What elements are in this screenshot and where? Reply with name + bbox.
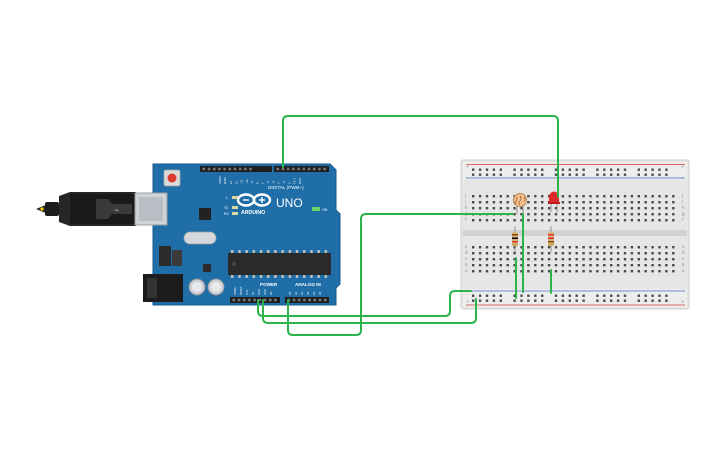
usb-symbol-icon: ⌁	[114, 206, 119, 216]
power-pin-label: GND	[263, 289, 267, 295]
analog-pin-label: A3	[306, 291, 310, 295]
rail-plus-top-left: +	[466, 164, 469, 169]
breadboard-center-channel	[463, 230, 687, 236]
digital-pin-label: ~9	[250, 180, 254, 184]
resistor-2[interactable]	[548, 226, 554, 252]
power-pin-label: 5V	[251, 292, 255, 295]
red-led[interactable]	[548, 191, 560, 213]
arduino-uno[interactable]: ⌁	[36, 163, 341, 306]
usb-chip	[199, 208, 211, 220]
crystal-oscillator	[183, 231, 217, 245]
row-letter-d: d	[465, 250, 468, 255]
row-letter-right-b: b	[682, 262, 685, 267]
row-letter-right-e: e	[682, 244, 685, 249]
arduino-model: UNO	[276, 196, 303, 210]
rail-minus-top-right: -	[681, 176, 683, 181]
row-letter-a: a	[465, 268, 468, 273]
analog-header[interactable]	[285, 297, 329, 303]
digital-pin-label: 7	[261, 182, 265, 184]
row-letter-j: j	[464, 193, 466, 198]
digital-pin-label: 8	[256, 182, 260, 184]
power-pin-label: GND	[257, 289, 261, 295]
on-label: ON	[322, 208, 328, 212]
wire-digital-to-led[interactable]	[282, 115, 559, 198]
l-led-label: L	[226, 196, 228, 200]
power-pin-label: 3.3V	[245, 289, 249, 295]
digital-header[interactable]: AREF GND	[200, 166, 329, 184]
wire-5v-to-rail[interactable]	[257, 290, 472, 317]
power-pin-label: Vin	[269, 291, 273, 295]
digital-pin-label: ~5	[271, 180, 275, 184]
l-led	[232, 196, 238, 199]
rail-plus-top-right: +	[681, 164, 684, 169]
tx-led-label: TX	[224, 206, 229, 210]
digital-pin-label: TX 1	[293, 178, 297, 184]
row-letter-f: f	[465, 217, 467, 222]
resistor-1[interactable]	[512, 226, 518, 252]
row-letter-right-a: a	[682, 268, 685, 273]
power-label: POWER	[260, 282, 278, 287]
digital-pin-label: ~10	[245, 179, 249, 184]
row-letter-h: h	[465, 205, 468, 210]
lightning-icon	[40, 207, 44, 211]
arduino-logo	[236, 193, 272, 207]
rail-minus-top-left: -	[466, 176, 468, 181]
atmega-chip	[228, 253, 331, 275]
gnd-label: GND	[223, 177, 227, 185]
row-letter-right-f: f	[682, 217, 684, 222]
rail-plus-bottom-right: +	[681, 299, 684, 304]
power-pin-label: IOREF	[233, 287, 237, 295]
row-letter-e: e	[465, 244, 468, 249]
rx-led-label: RX	[224, 212, 229, 216]
analog-pin-label: A2	[300, 291, 304, 295]
rx-led	[232, 212, 238, 215]
voltage-regulator	[159, 246, 171, 266]
analog-pin-label: A1	[294, 291, 298, 295]
digital-pin-label: 13	[229, 180, 233, 184]
digital-pin-label: 12	[234, 180, 238, 184]
wires[interactable]	[257, 115, 559, 336]
arduino-brand: ARDUINO	[241, 210, 265, 216]
aref-label: AREF	[218, 176, 222, 184]
row-letter-right-c: c	[682, 256, 684, 261]
photoresistor[interactable]	[513, 193, 527, 215]
row-letter-i: i	[465, 199, 466, 204]
analog-in-label: ANALOG IN	[295, 282, 321, 287]
digital-pin-label: ~11	[240, 179, 244, 184]
tx-led	[232, 206, 238, 209]
digital-pin-label: RX 0	[298, 177, 302, 184]
analog-pin-label: A5	[318, 291, 322, 295]
photoresistor-pattern-icon	[514, 195, 526, 206]
breadboard-holes	[472, 168, 675, 302]
wire-analog-to-photoresistor[interactable]	[287, 213, 514, 336]
row-letter-right-g: g	[682, 211, 685, 216]
row-letter-right-h: h	[682, 205, 685, 210]
power-pin-label: RESET	[239, 286, 243, 295]
usb-cable[interactable]: ⌁	[36, 192, 136, 226]
row-letter-right-i: i	[682, 199, 683, 204]
row-letter-c: c	[465, 256, 467, 261]
row-letter-right-j: j	[681, 193, 683, 198]
wire-gnd-to-rail[interactable]	[262, 298, 477, 324]
rail-plus-bottom-left: +	[466, 299, 469, 304]
digital-pin-label: ~6	[266, 180, 270, 184]
digital-pin-label: ~3	[282, 180, 286, 184]
analog-pin-label: A4	[312, 291, 316, 295]
analog-pin-label: A0	[288, 291, 292, 295]
power-header[interactable]	[230, 297, 280, 303]
capacitors	[188, 278, 225, 296]
power-on-led	[312, 207, 320, 211]
reset-button-cap[interactable]	[167, 173, 177, 183]
digital-pin-label: 4	[277, 182, 281, 184]
row-letter-b: b	[465, 262, 468, 267]
row-letter-right-d: d	[682, 250, 685, 255]
digital-pin-label: 2	[287, 182, 291, 184]
digital-pwm-label: DIGITAL (PWM~)	[268, 185, 304, 190]
